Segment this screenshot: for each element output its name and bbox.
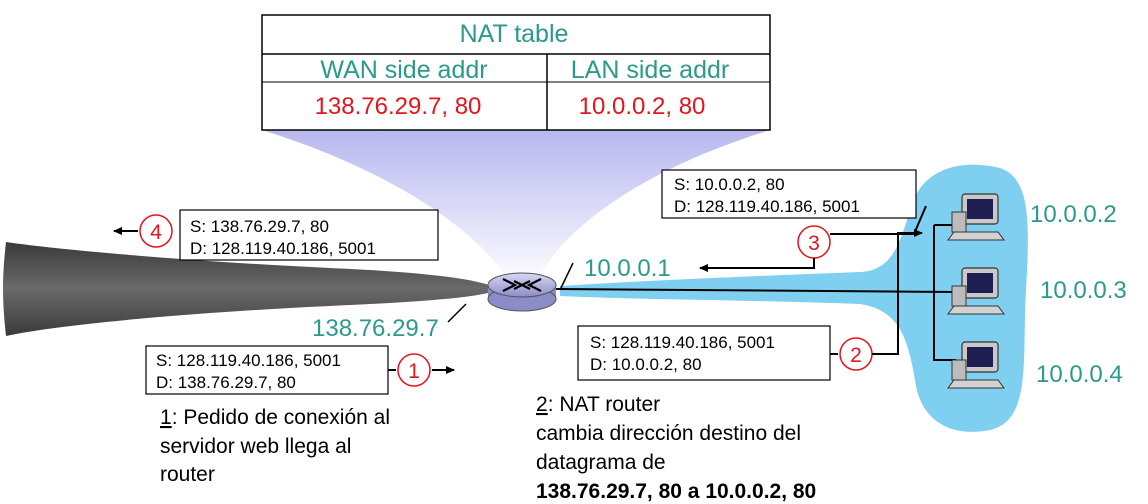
caption-2-line-2: cambia dirección destino del [536, 422, 801, 445]
host-computer-1 [947, 193, 1005, 241]
step-1-number: 1 [408, 360, 420, 383]
lan-cloud [560, 164, 1028, 432]
nat-table-lan-header: LAN side addr [571, 56, 729, 84]
nat-table-wan-header: WAN side addr [320, 56, 487, 84]
packet-2: S: 128.119.40.186, 5001 D: 10.0.0.2, 80 [577, 325, 831, 381]
step-2-number: 2 [850, 344, 862, 367]
caption-2-line-4: 138.76.29.7, 80 a 10.0.0.2, 80 [536, 480, 816, 503]
host-ip-1: 10.0.0.2 [1030, 201, 1117, 228]
nat-table-title: NAT table [460, 20, 569, 48]
packet-2-src: S: 128.119.40.186, 5001 [590, 333, 775, 352]
caption-1-line-3: router [160, 463, 215, 486]
caption-2-number: 2 [536, 393, 548, 416]
host-ip-2: 10.0.0.3 [1040, 277, 1127, 304]
caption-2-line-3: datagrama de [536, 451, 666, 474]
router-wan-pointer [447, 303, 467, 323]
packet-1: S: 128.119.40.186, 5001 D: 138.76.29.7, … [145, 345, 389, 395]
nat-table-lan-value: 10.0.0.2, 80 [579, 93, 706, 120]
router-lan-pointer [559, 262, 574, 291]
step-4-badge: 4 [139, 214, 173, 248]
router-lan-ip: 10.0.0.1 [584, 255, 671, 282]
router-icon [487, 272, 557, 312]
nat-table-wan-value: 138.76.29.7, 80 [315, 93, 482, 120]
svg-text:2: NAT router: 2: NAT router [536, 393, 660, 416]
step-4-number: 4 [150, 221, 162, 244]
packet-2-arrow [872, 229, 923, 355]
packet-3-src: S: 10.0.0.2, 80 [674, 175, 785, 194]
step-3-number: 3 [808, 232, 820, 255]
packet-1-dst: D: 138.76.29.7, 80 [156, 373, 296, 392]
packet-4-dst: D: 128.119.40.186, 5001 [190, 239, 376, 258]
caption-1-line-2: servidor web llega al [160, 435, 351, 458]
router-wan-ip: 138.76.29.7 [312, 315, 439, 342]
packet-3-arrow [699, 258, 815, 272]
host-ip-3: 10.0.0.4 [1036, 361, 1123, 388]
caption-2-line-1: : NAT router [548, 393, 660, 416]
host-computer-3 [947, 341, 1005, 389]
caption-step-1: 1: Pedido de conexión al servidor web ll… [160, 406, 390, 486]
nat-table-funnel [262, 130, 770, 286]
wan-horn [3, 242, 492, 336]
host-computer-2 [947, 267, 1005, 315]
caption-step-2: 2: NAT router cambia dirección destino d… [536, 393, 816, 503]
packet-3: S: 10.0.0.2, 80 D: 128.119.40.186, 5001 [661, 169, 917, 219]
packet-1-src: S: 128.119.40.186, 5001 [156, 351, 341, 370]
svg-text:1: Pedido de conexión al: 1: Pedido de conexión al [160, 406, 390, 429]
packet-2-dst: D: 10.0.0.2, 80 [590, 355, 702, 374]
step-2-badge: 2 [839, 337, 873, 371]
caption-1-line-1: : Pedido de conexión al [172, 406, 390, 429]
step-3-badge: 3 [797, 225, 831, 259]
caption-1-number: 1 [160, 406, 172, 429]
step-1-badge: 1 [397, 353, 431, 387]
packet-4: S: 138.76.29.7, 80 D: 128.119.40.186, 50… [179, 209, 439, 261]
packet-3-dst: D: 128.119.40.186, 5001 [674, 197, 860, 216]
packet-4-src: S: 138.76.29.7, 80 [190, 217, 329, 236]
nat-table: NAT table WAN side addr LAN side addr 13… [261, 14, 771, 131]
